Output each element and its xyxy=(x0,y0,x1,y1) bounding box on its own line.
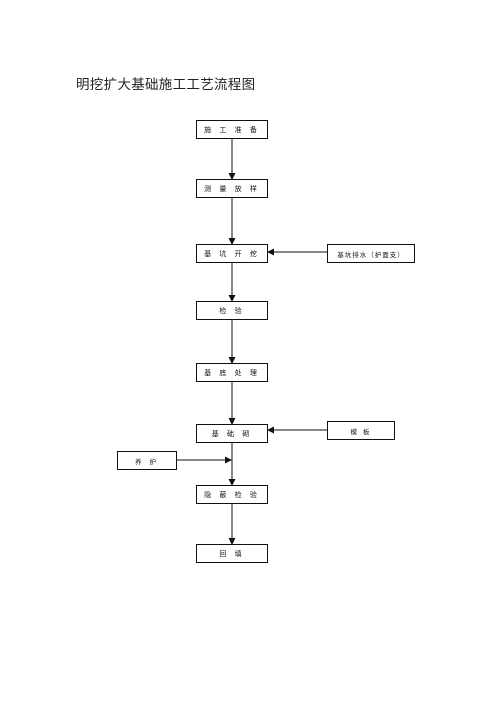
step-inspection: 检 验 xyxy=(196,301,268,320)
step-construction-preparation: 施 工 准 备 xyxy=(196,120,268,139)
step-backfill: 回 填 xyxy=(196,544,268,563)
step-foundation-masonry: 基 础 砌 xyxy=(196,424,268,443)
step-pit-excavation: 基 坑 开 挖 xyxy=(196,244,268,263)
page-title: 明挖扩大基础施工工艺流程图 xyxy=(76,77,256,93)
step-foundation-base-treatment: 基 底 处 理 xyxy=(196,363,268,382)
side-curing: 养 护 xyxy=(117,451,177,470)
side-pit-drainage: 基坑排水（护面支） xyxy=(327,244,415,263)
step-concealed-inspection: 隐 蔽 检 验 xyxy=(196,485,268,504)
side-formwork: 模 板 xyxy=(327,421,395,440)
step-survey-layout: 测 量 放 样 xyxy=(196,179,268,198)
